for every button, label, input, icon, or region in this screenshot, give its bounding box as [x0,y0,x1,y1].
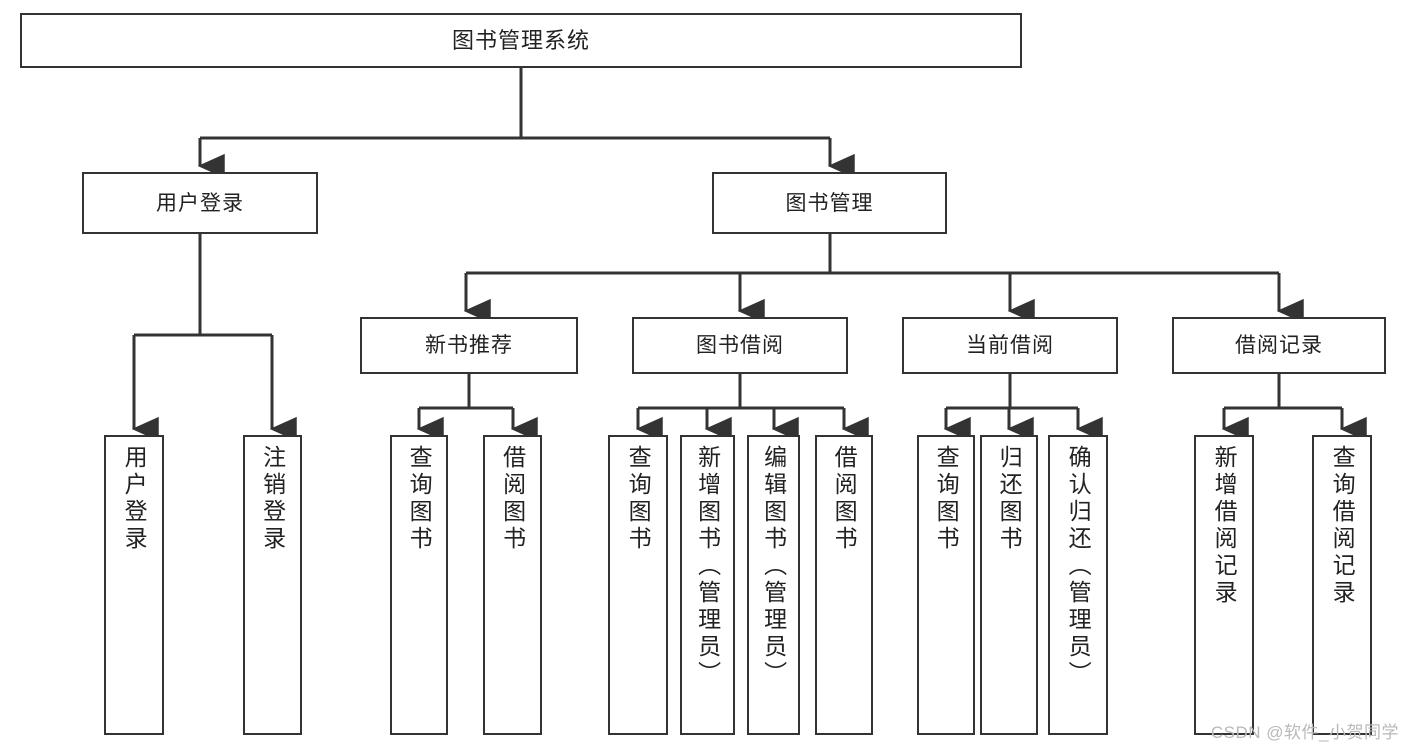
node-user-login-label: 用户登录 [156,191,244,215]
node-borrow-record-label: 借阅记录 [1235,334,1323,357]
leaf-borrow-book-newbook-label: 借阅图书 [499,445,526,553]
node-current-borrow[interactable]: 当前借阅 [902,317,1118,374]
node-root-label: 图书管理系统 [451,27,590,53]
node-book-borrow[interactable]: 图书借阅 [632,317,848,374]
leaf-query-borrow-record-label: 查询借阅记录 [1329,445,1356,607]
watermark: CSDN @软件_小贺同学 [1210,723,1399,742]
leaf-borrow-book-label: 借阅图书 [831,445,858,553]
leaf-add-borrow-record-label: 新增借阅记录 [1211,445,1238,607]
leaf-borrow-book-newbook[interactable]: 借阅图书 [483,435,542,735]
leaf-query-book-borrow-label: 查询图书 [625,445,652,553]
node-book-borrow-label: 图书借阅 [696,334,784,357]
leaf-user-login-label: 用户登录 [121,445,148,553]
node-current-borrow-label: 当前借阅 [966,334,1054,357]
leaf-return-book[interactable]: 归还图书 [980,435,1038,735]
leaf-query-borrow-record[interactable]: 查询借阅记录 [1312,435,1372,735]
leaf-add-borrow-record[interactable]: 新增借阅记录 [1194,435,1254,735]
node-root[interactable]: 图书管理系统 [20,13,1022,68]
node-user-login[interactable]: 用户登录 [82,172,318,234]
node-borrow-record[interactable]: 借阅记录 [1172,317,1386,374]
leaf-query-book-newbook[interactable]: 查询图书 [390,435,448,735]
leaf-add-book-admin[interactable]: 新增图书（管理员） [680,435,735,735]
leaf-return-book-label: 归还图书 [996,445,1023,553]
leaf-query-book-current-label: 查询图书 [933,445,960,553]
leaf-query-book-newbook-label: 查询图书 [406,445,433,553]
leaf-edit-book-admin-label: 编辑图书（管理员） [760,445,787,688]
leaf-confirm-return-admin[interactable]: 确认归还（管理员） [1048,435,1108,735]
leaf-logout-label: 注销登录 [259,445,286,553]
leaf-user-login[interactable]: 用户登录 [104,435,164,735]
leaf-add-book-admin-label: 新增图书（管理员） [694,445,721,688]
leaf-query-book-current[interactable]: 查询图书 [917,435,975,735]
leaf-borrow-book[interactable]: 借阅图书 [815,435,873,735]
node-new-book-recommend-label: 新书推荐 [425,334,513,357]
node-new-book-recommend[interactable]: 新书推荐 [360,317,578,374]
node-book-management[interactable]: 图书管理 [712,172,947,234]
node-book-management-label: 图书管理 [785,191,874,215]
leaf-edit-book-admin[interactable]: 编辑图书（管理员） [747,435,800,735]
leaf-confirm-return-admin-label: 确认归还（管理员） [1065,445,1092,688]
leaf-logout[interactable]: 注销登录 [243,435,302,735]
leaf-query-book-borrow[interactable]: 查询图书 [608,435,668,735]
